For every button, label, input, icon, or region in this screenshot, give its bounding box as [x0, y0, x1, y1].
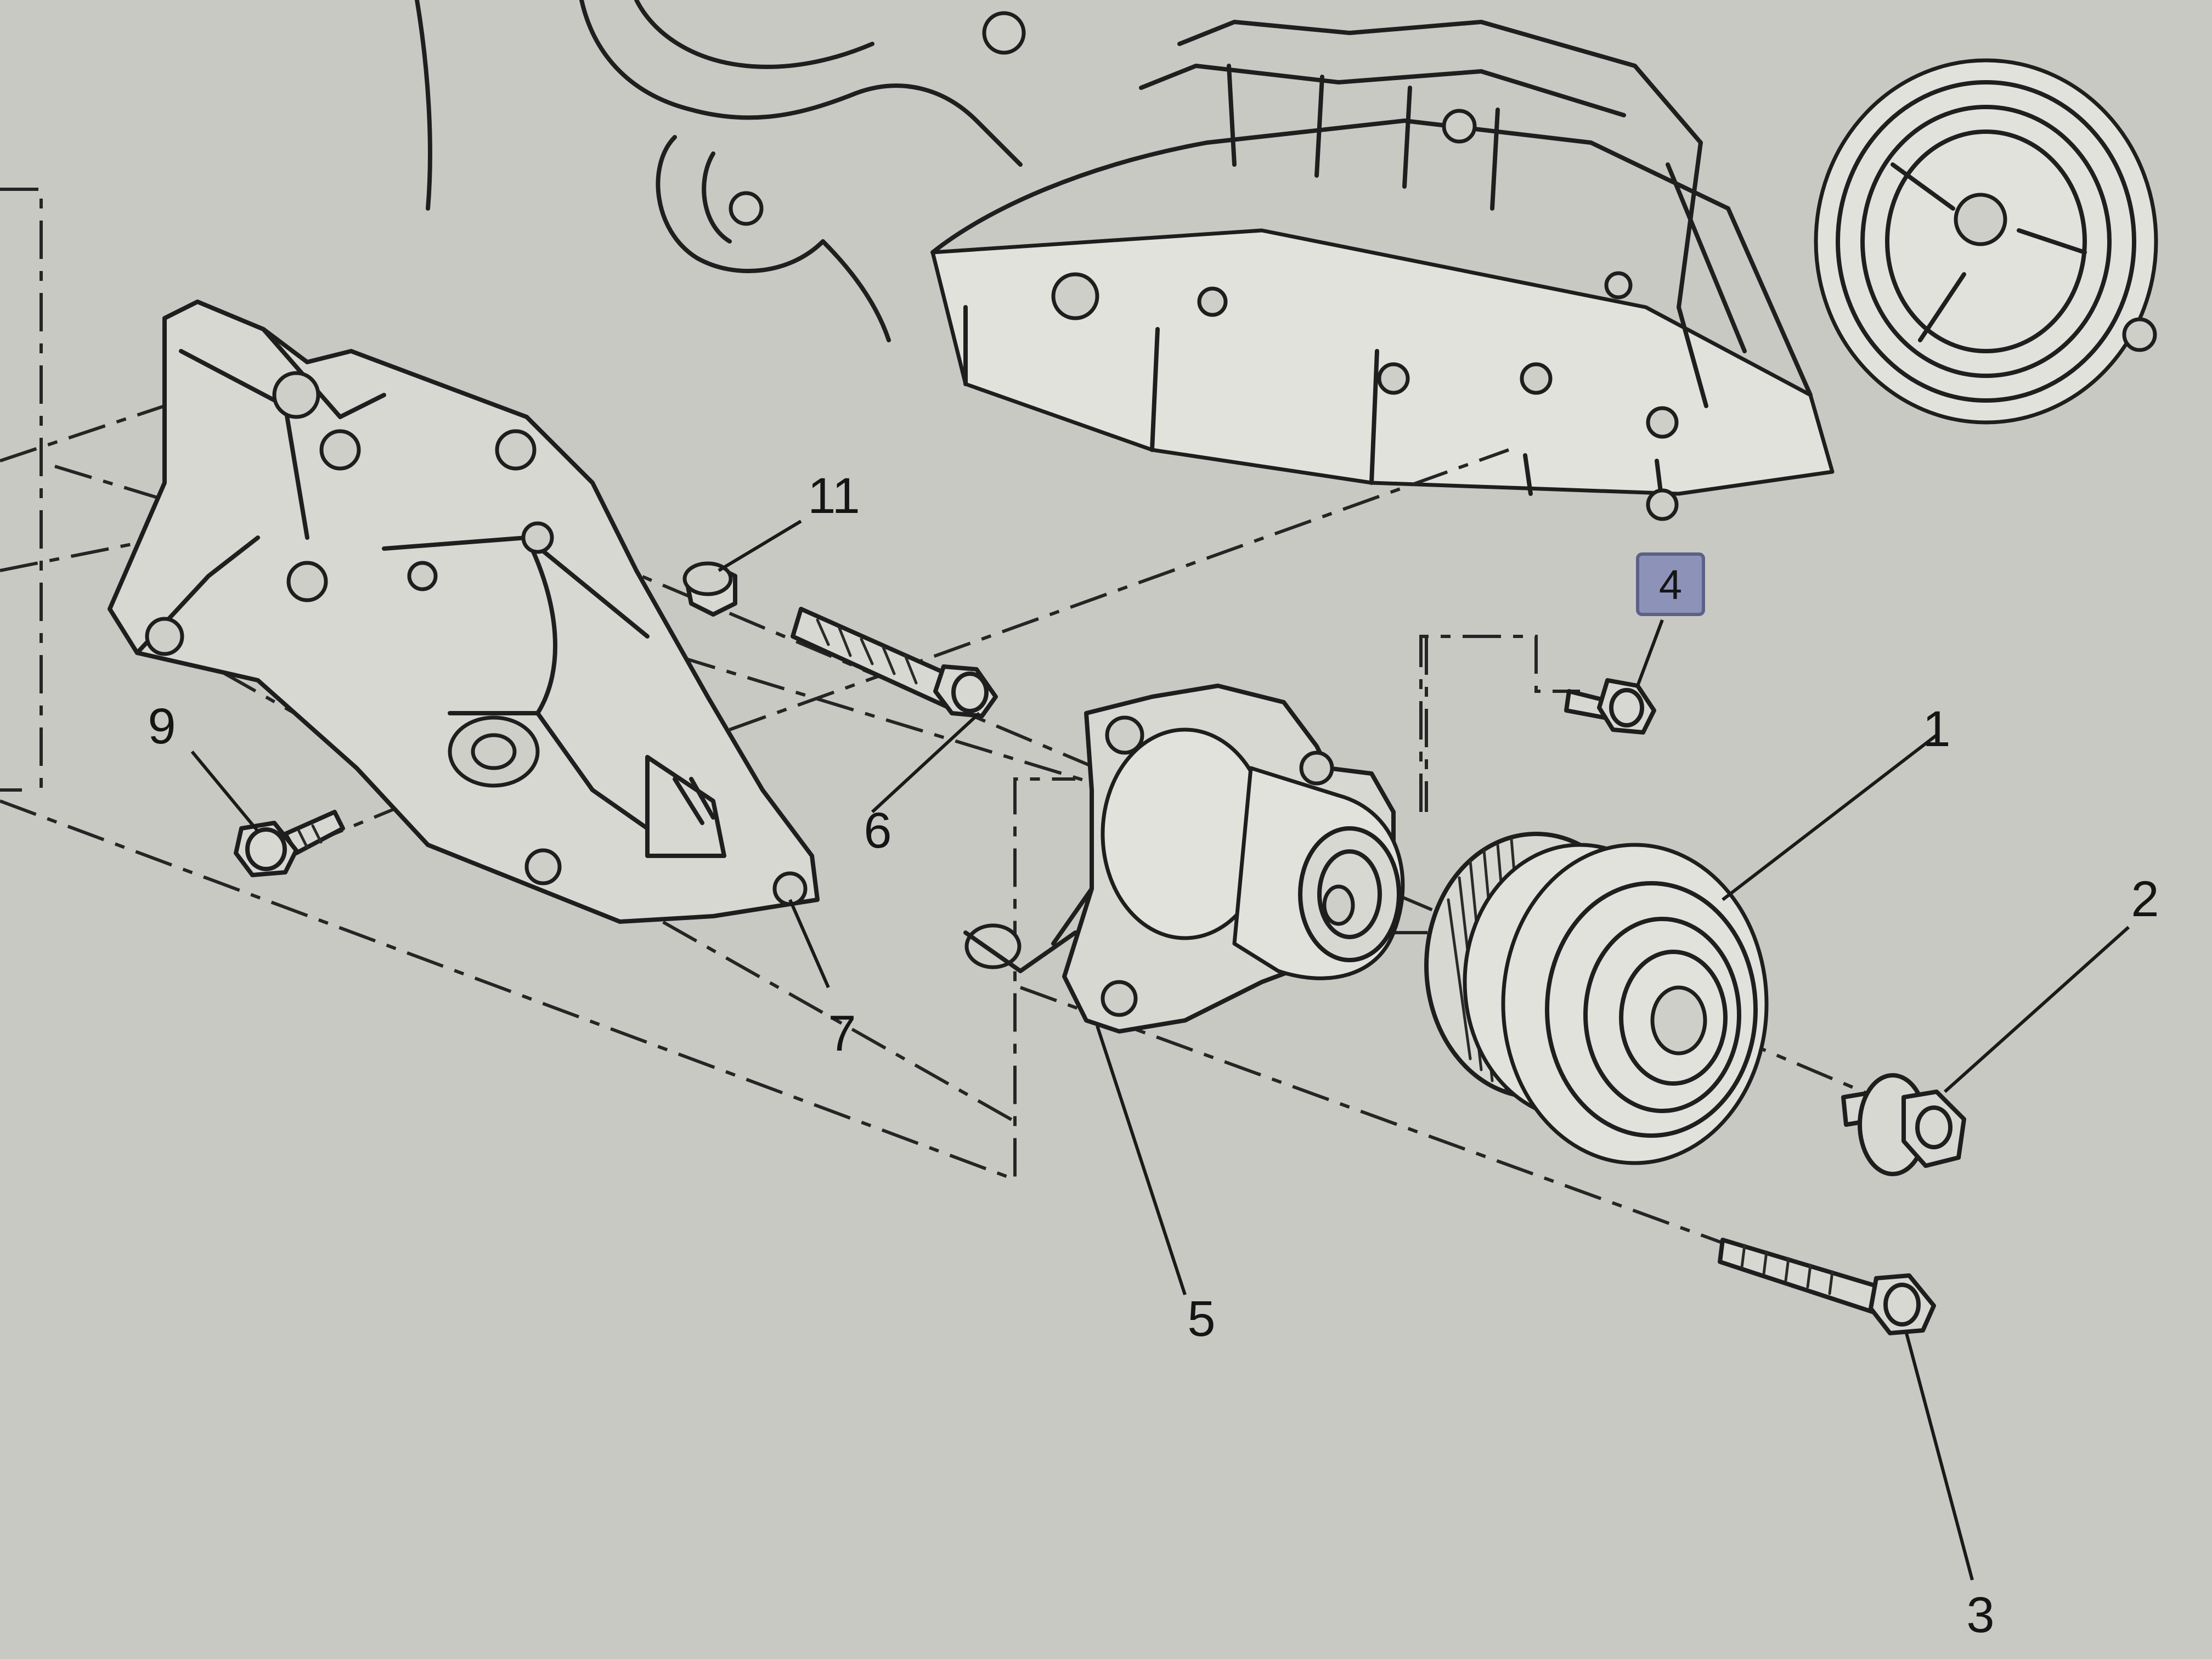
- callout-4: 4: [1659, 562, 1682, 608]
- callout-leaders: [190, 520, 2130, 1581]
- callout-11: 11: [808, 468, 860, 524]
- callout-1: 1: [1922, 701, 1950, 757]
- spacer: [682, 561, 737, 617]
- long-bolt-bottom: [1718, 1238, 1936, 1335]
- callouts: 1 2 3 4 5 6 7 9 11: [148, 468, 2159, 1643]
- engine-block: [415, 0, 2158, 521]
- idler-pulley: [1424, 832, 1769, 1165]
- small-bolt-top: [1564, 678, 1656, 735]
- pulley-bolt: [1841, 1073, 1966, 1176]
- callout-9: 9: [148, 698, 176, 754]
- long-bolt: [791, 607, 998, 718]
- callout-3: 3: [1966, 1587, 1994, 1643]
- short-bolt-left: [234, 810, 345, 877]
- mounting-bracket: [108, 300, 820, 924]
- callout-2: 2: [2131, 871, 2159, 927]
- callout-6: 6: [864, 803, 891, 859]
- callout-5: 5: [1187, 1291, 1215, 1347]
- reference-frame-lines: [0, 188, 43, 792]
- tensioner-body: [963, 684, 1405, 1034]
- callout-4-highlight: 4: [1636, 552, 1705, 616]
- callout-7: 7: [828, 1006, 856, 1062]
